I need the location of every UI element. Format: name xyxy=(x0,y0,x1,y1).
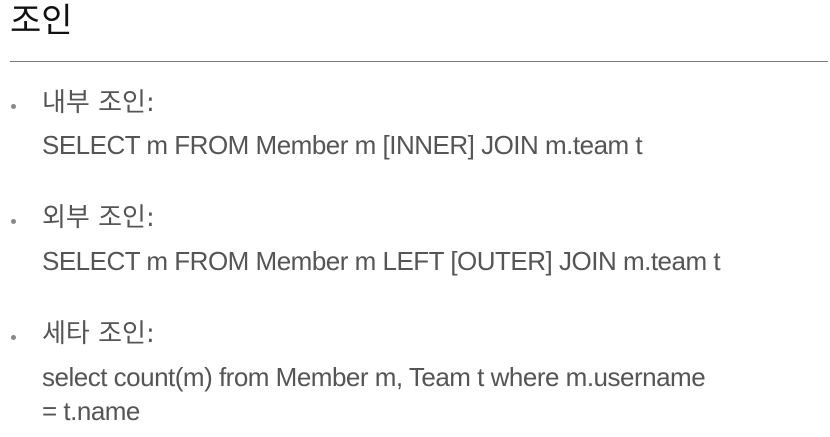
title-divider xyxy=(10,61,828,62)
bullet-dot-icon xyxy=(11,335,16,340)
theta-join-query: select count(m) from Member m, Team t wh… xyxy=(42,360,828,428)
inner-join-query: SELECT m FROM Member m [INNER] JOIN m.te… xyxy=(42,128,828,162)
inner-join-query-line: SELECT m FROM Member m [INNER] JOIN m.te… xyxy=(42,130,643,160)
theta-join-query-line-1: select count(m) from Member m, Team t wh… xyxy=(42,362,706,392)
bullet-dot-icon xyxy=(11,219,16,224)
slide-title: 조인 xyxy=(10,1,73,41)
outer-join-query-line: SELECT m FROM Member m LEFT [OUTER] JOIN… xyxy=(42,246,721,276)
outer-join-heading: 외부 조인: xyxy=(42,203,155,233)
bullet-dot-icon xyxy=(11,104,16,109)
outer-join-query: SELECT m FROM Member m LEFT [OUTER] JOIN… xyxy=(42,244,828,278)
theta-join-query-line-2: = t.name xyxy=(42,396,140,426)
theta-join-heading: 세타 조인: xyxy=(42,319,155,349)
inner-join-heading: 내부 조인: xyxy=(42,88,155,118)
